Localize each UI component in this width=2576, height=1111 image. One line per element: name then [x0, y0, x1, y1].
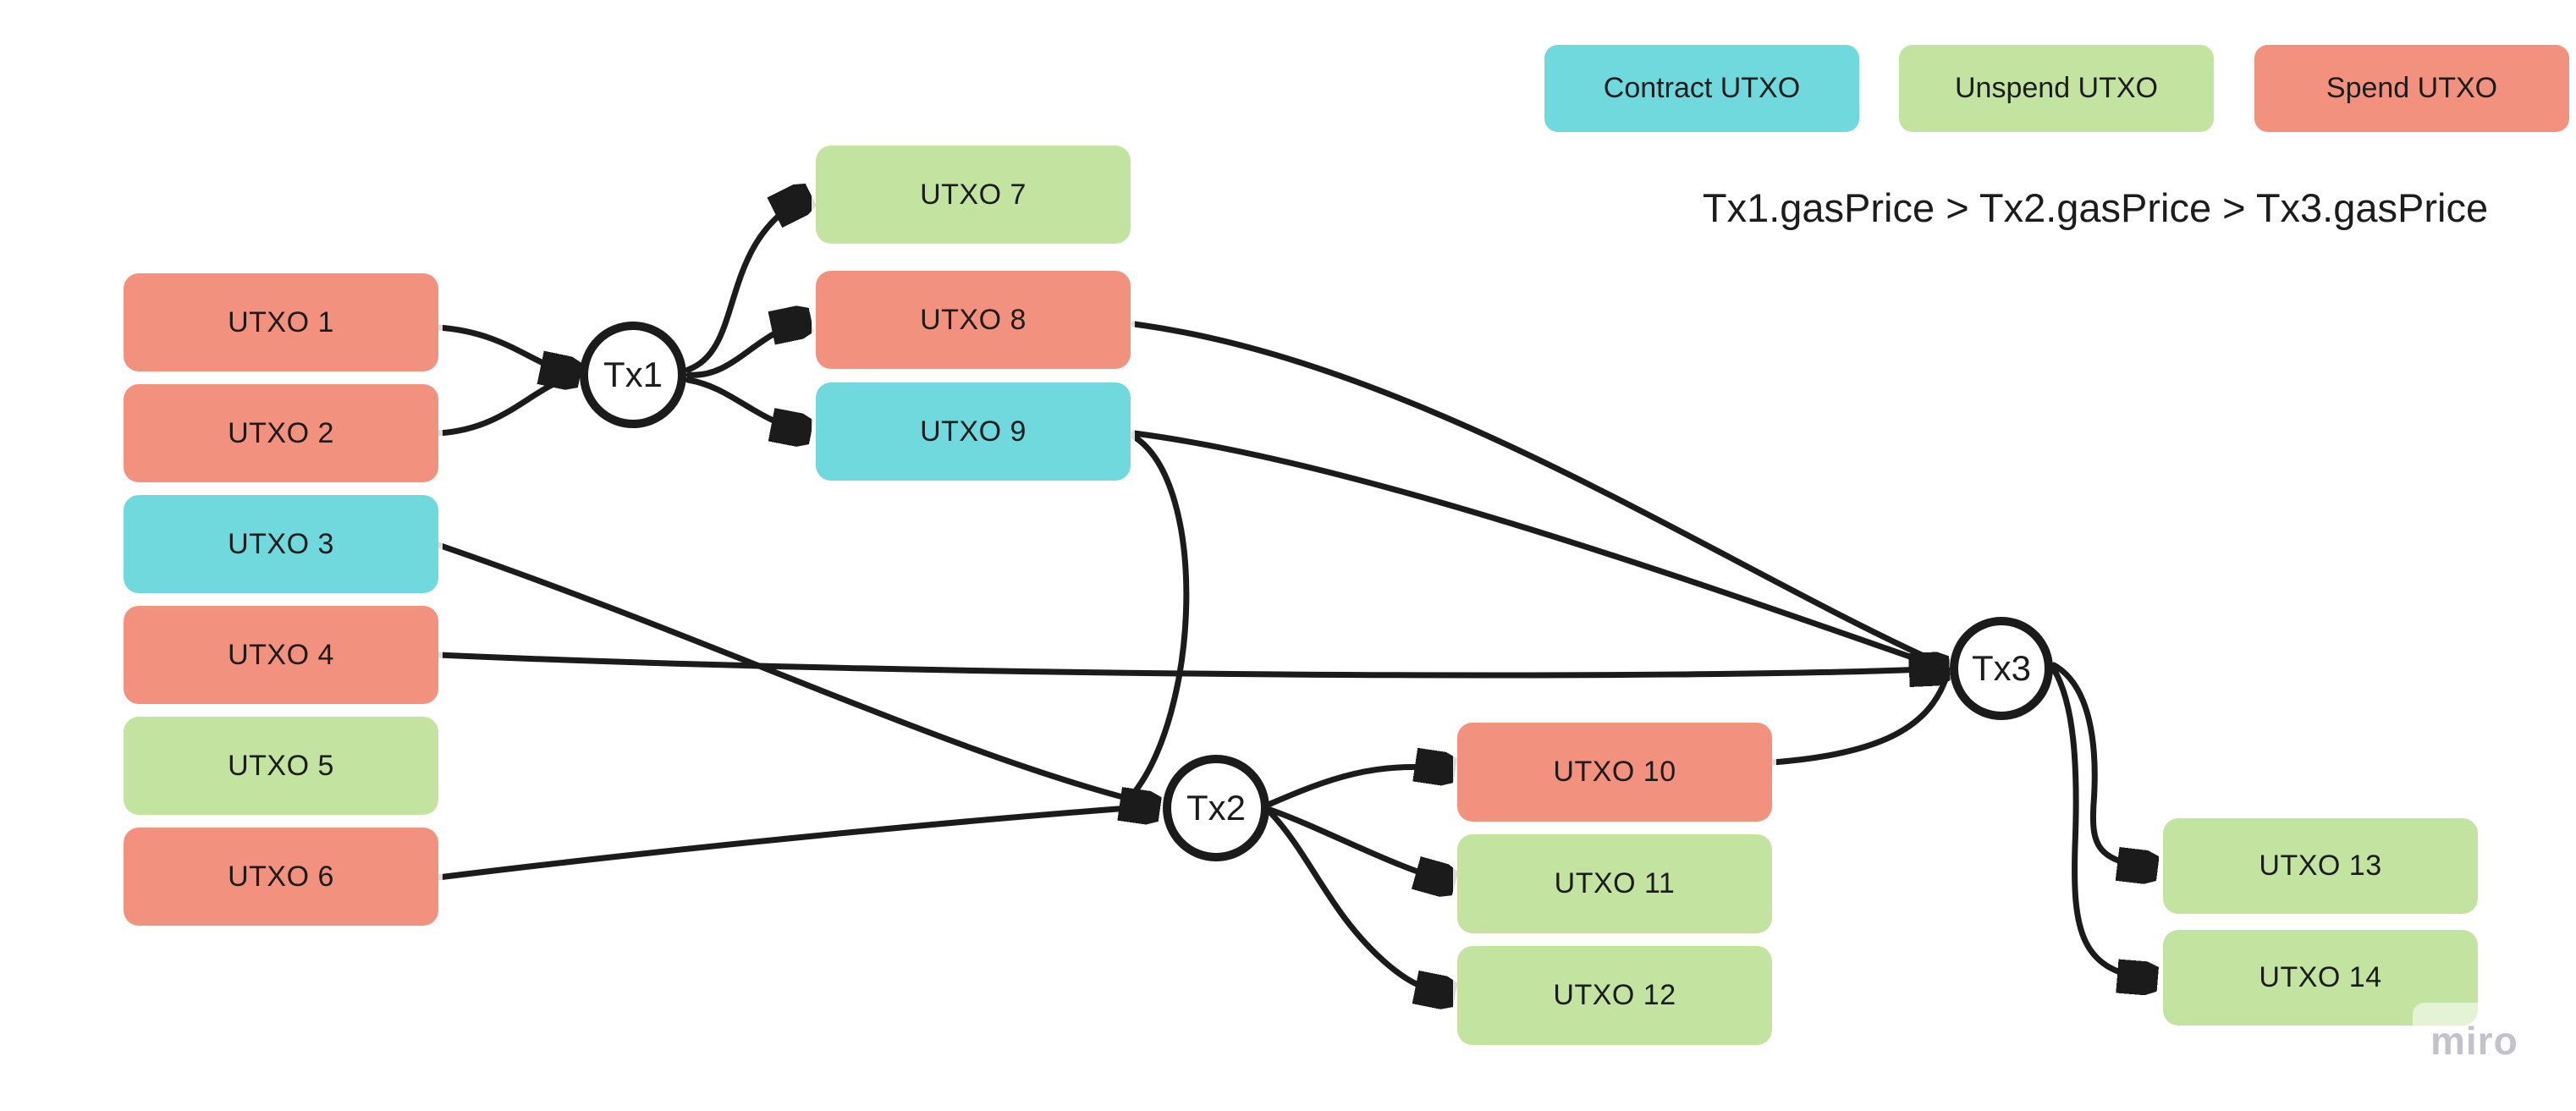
utxo-7-box[interactable]: UTXO 7	[816, 146, 1131, 244]
connector-tx2-to-utxo12[interactable]	[1267, 809, 1451, 994]
connector-tx3-to-utxo13[interactable]	[2050, 662, 2154, 868]
legend-chip-contract[interactable]: Contract UTXO	[1544, 45, 1859, 132]
utxo-3-box[interactable]: UTXO 3	[124, 495, 438, 593]
connector-tx3-to-utxo14[interactable]	[2050, 666, 2154, 979]
connector-utxo2-to-tx1[interactable]	[435, 372, 580, 437]
tx2-node[interactable]: Tx2	[1163, 755, 1269, 861]
utxo-13-box[interactable]: UTXO 13	[2163, 818, 2478, 914]
legend-chip-spend[interactable]: Spend UTXO	[2254, 45, 2569, 132]
utxo-1-box[interactable]: UTXO 1	[124, 273, 438, 371]
utxo-2-box[interactable]: UTXO 2	[124, 384, 438, 482]
miro-watermark: miro	[2430, 1019, 2518, 1063]
utxo-9-box[interactable]: UTXO 9	[816, 382, 1131, 481]
utxo-12-box[interactable]: UTXO 12	[1457, 946, 1772, 1045]
connector-tx2-to-utxo11[interactable]	[1267, 806, 1451, 883]
connector-tx1-to-utxo7[interactable]	[685, 196, 807, 373]
utxo-10-box[interactable]: UTXO 10	[1457, 723, 1772, 822]
connector-tx1-to-utxo8[interactable]	[685, 321, 807, 378]
connector-tx1-to-utxo9[interactable]	[685, 377, 807, 432]
connector-utxo3-to-tx2[interactable]	[435, 542, 1156, 808]
tx3-node[interactable]: Tx3	[1950, 617, 2053, 720]
gas-price-annotation[interactable]: Tx1.gasPrice > Tx2.gasPrice > Tx3.gasPri…	[1702, 185, 2489, 230]
utxo-6-box[interactable]: UTXO 6	[124, 828, 438, 926]
utxo-4-box[interactable]: UTXO 4	[124, 606, 438, 704]
tx1-node[interactable]: Tx1	[580, 322, 686, 428]
connector-tx2-to-utxo10[interactable]	[1267, 767, 1451, 807]
miro-watermark-plate	[2413, 1003, 2507, 1038]
connector-utxo1-to-tx1[interactable]	[435, 324, 576, 375]
utxo-5-box[interactable]: UTXO 5	[124, 717, 438, 815]
connector-utxo10-to-tx3[interactable]	[1770, 671, 1951, 766]
utxo-8-box[interactable]: UTXO 8	[816, 271, 1131, 369]
utxo-11-box[interactable]: UTXO 11	[1457, 834, 1772, 933]
connector-utxo4-to-tx3[interactable]	[435, 655, 1946, 675]
connector-utxo9-to-tx3[interactable]	[1131, 430, 1947, 672]
connector-utxo8-to-tx3[interactable]	[1131, 321, 1947, 668]
connector-utxo9-to-tx2[interactable]	[1131, 433, 1190, 809]
connector-utxo6-to-tx2[interactable]	[435, 803, 1156, 881]
legend-chip-unspend[interactable]: Unspend UTXO	[1899, 45, 2214, 132]
